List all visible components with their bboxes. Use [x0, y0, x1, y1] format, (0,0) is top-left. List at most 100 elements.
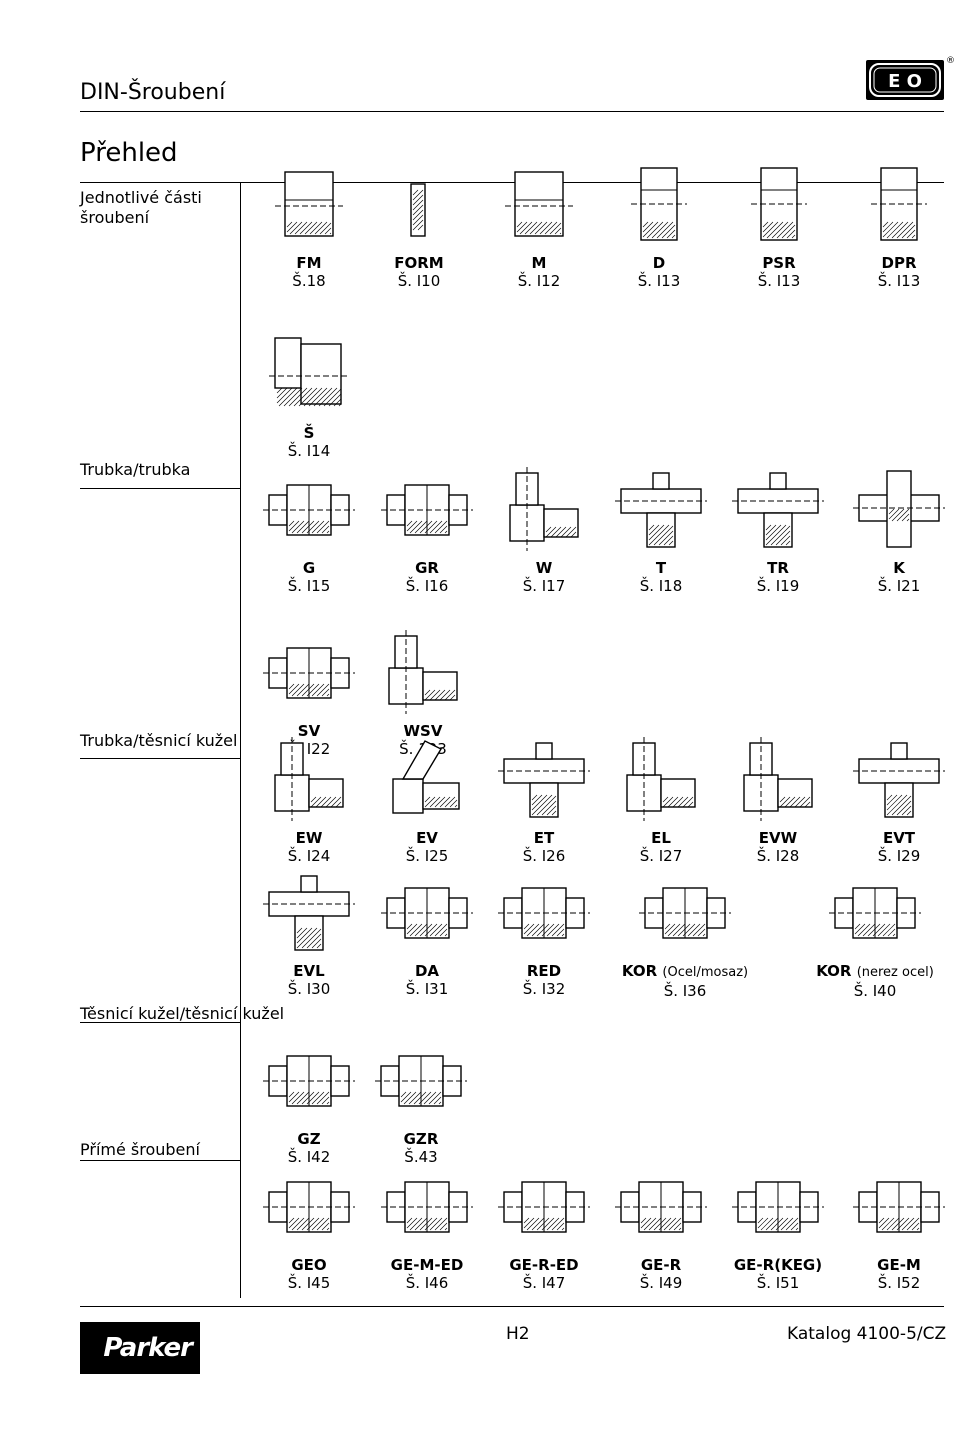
page-reference: Š. I49	[639, 1274, 683, 1292]
fitting-code: SV	[297, 722, 321, 740]
header-title: DIN-Šroubení	[80, 80, 226, 105]
fitting-drawing	[751, 167, 807, 241]
page-reference: Š. I13	[757, 272, 801, 290]
page-reference: Š. I12	[517, 272, 561, 290]
fitting-drawing	[615, 1181, 707, 1233]
page-reference: Š. I42	[287, 1148, 331, 1166]
fitting-drawing	[263, 875, 355, 951]
group-label-tube-tube: Trubka/trubka	[80, 460, 191, 479]
fitting-drawing	[381, 887, 473, 939]
svg-text:E O: E O	[888, 71, 922, 92]
fitting-drawing	[732, 1181, 824, 1233]
fitting-code: GE-R	[640, 1256, 682, 1274]
page-reference: Š. I31	[405, 980, 449, 998]
parker-logo: Parker	[80, 1322, 200, 1374]
fitting-drawing	[615, 472, 707, 548]
registered-mark: ®	[946, 56, 955, 66]
fitting-code: D	[652, 254, 666, 272]
fitting-code: EVL	[293, 962, 325, 980]
fitting-code: EW	[295, 829, 323, 847]
fitting-code: EL	[651, 829, 671, 847]
fitting-code: DPR	[881, 254, 917, 272]
page-reference: Š. I29	[877, 847, 921, 865]
page-reference: Š. I25	[405, 847, 449, 865]
page-reference: Š. I51	[756, 1274, 800, 1292]
fitting-ge-r-keg-: GE-R(KEG)Š. I51	[723, 1162, 833, 1292]
fitting-code: GE-M	[877, 1256, 921, 1274]
fitting-code: GE-R(KEG)	[733, 1256, 823, 1274]
page-reference: Š. I28	[756, 847, 800, 865]
group-label-parts: Jednotlivé části šroubení	[80, 188, 202, 227]
catalog-number: Katalog 4100-5/CZ	[787, 1324, 947, 1344]
page-reference: Š. I46	[405, 1274, 449, 1292]
fitting-code: PSR	[762, 254, 796, 272]
column-divider	[240, 182, 241, 1298]
fitting-drawing	[498, 887, 590, 939]
fitting-drawing	[639, 887, 731, 939]
page-reference: Š. I47	[522, 1274, 566, 1292]
fitting-drawing	[381, 1181, 473, 1233]
fitting-code: KOR (Ocel/mosaz)	[621, 962, 749, 980]
fitting-drawing	[498, 742, 590, 818]
fitting-code: DA	[414, 962, 440, 980]
fitting-code: FORM	[394, 254, 444, 272]
fitting-code: EV	[416, 829, 438, 847]
fitting-drawing	[505, 171, 573, 237]
group-label-straight: Přímé šroubení	[80, 1140, 200, 1159]
fitting-code: TR	[767, 559, 789, 577]
page-reference: Š. I21	[877, 577, 921, 595]
page-reference: Š. I45	[287, 1274, 331, 1292]
page-reference: Š. I13	[637, 272, 681, 290]
fitting-drawing	[498, 1181, 590, 1233]
page-reference: Š. I19	[756, 577, 800, 595]
fitting-drawing	[853, 742, 945, 818]
page-reference: Š. I30	[287, 980, 331, 998]
group-label-cone-cone: Těsnicí kužel/těsnicí kužel	[80, 1004, 285, 1023]
page-reference: Š. I13	[877, 272, 921, 290]
fitting-drawing	[263, 1181, 355, 1233]
fitting-drawing	[375, 1055, 467, 1107]
page-reference: Š. I17	[522, 577, 566, 595]
fitting-drawing	[626, 737, 696, 821]
eo-logo: E O	[866, 60, 944, 100]
fitting-drawing	[509, 467, 579, 551]
fitting-drawing	[410, 183, 426, 237]
group-divider	[80, 758, 240, 759]
fitting-drawing	[275, 171, 343, 237]
page-reference: Š. I14	[287, 442, 331, 460]
footer-rule	[80, 1306, 944, 1307]
fitting-drawing	[388, 630, 458, 714]
fitting-code: EVW	[758, 829, 798, 847]
fitting-code: ET	[533, 829, 555, 847]
group-divider	[80, 488, 240, 489]
fitting-code: GE-M-ED	[390, 1256, 464, 1274]
fitting-code: Š	[303, 424, 315, 442]
page-reference: Š. I18	[639, 577, 683, 595]
page-reference: Š. I40	[853, 982, 897, 1000]
fitting-kor: KOR (nerez ocel)Š. I40	[790, 868, 960, 1000]
fitting-code: GE-R-ED	[509, 1256, 579, 1274]
